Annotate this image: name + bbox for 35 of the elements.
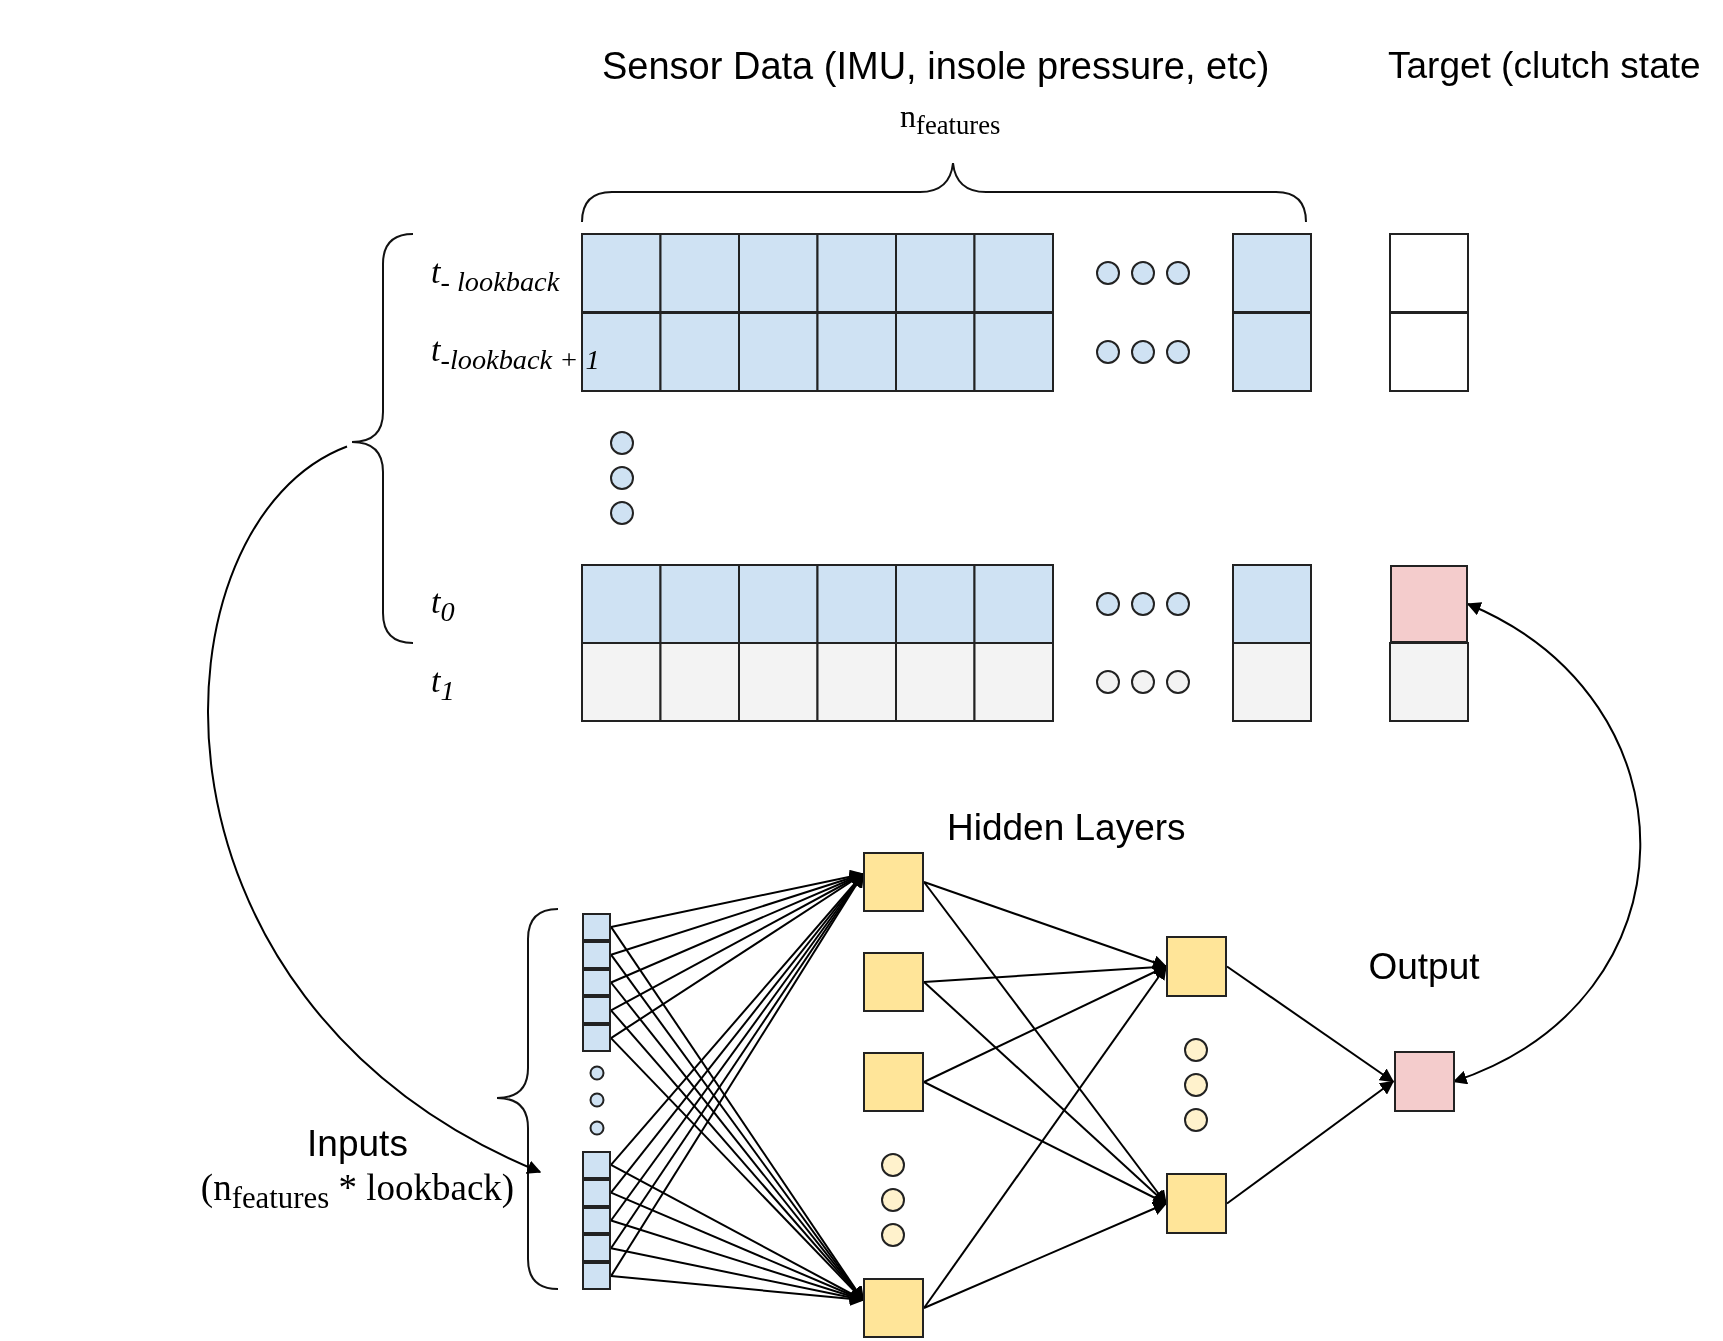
- arrow: [207, 445, 542, 1173]
- layer-heading: Hidden Layers: [947, 806, 1186, 850]
- hidden-neuron: [1166, 1173, 1227, 1234]
- time-step-label: t$_{- lookback}$: [431, 252, 560, 299]
- time-step-label: t$_{1}$: [431, 661, 455, 708]
- hidden-neuron: [863, 1278, 924, 1338]
- target-cell: [1390, 565, 1468, 643]
- input-cell: [582, 1151, 611, 1179]
- column-heading: Target (clutch state: [1388, 44, 1701, 88]
- input-cell: [582, 940, 611, 969]
- hidden-neuron: [863, 952, 924, 1012]
- input-cell: [582, 968, 611, 997]
- input-cell: [582, 1178, 611, 1207]
- arrow: [923, 1202, 1168, 1309]
- inputs-formula: (n$_{features}$ * lookback): [200, 1166, 515, 1218]
- hidden-neuron: [863, 1052, 924, 1112]
- arrow: [923, 881, 1168, 969]
- hidden-neuron: [1166, 936, 1227, 997]
- input-cell: [582, 996, 611, 1025]
- inputs-heading: Inputs: [307, 1122, 408, 1166]
- column-heading: Sensor Data (IMU, insole pressure, etc): [602, 44, 1270, 89]
- input-cell: [582, 1024, 611, 1052]
- curly-brace: [351, 233, 414, 644]
- hidden-neuron: [863, 852, 924, 912]
- arrow: [1226, 965, 1395, 1083]
- time-step-label: t$_{-lookback + 1}$: [431, 330, 600, 377]
- input-cell: [582, 1206, 611, 1235]
- time-step-label: t$_{0}$: [431, 582, 455, 629]
- node-heading: Output: [1368, 945, 1480, 989]
- input-cell: [582, 1262, 611, 1290]
- arrow: [610, 1275, 865, 1306]
- input-cell: [582, 913, 611, 941]
- input-cell: [582, 1234, 611, 1263]
- arrow: [1226, 1080, 1395, 1205]
- dimension-label: n$_{features}$: [900, 97, 1001, 142]
